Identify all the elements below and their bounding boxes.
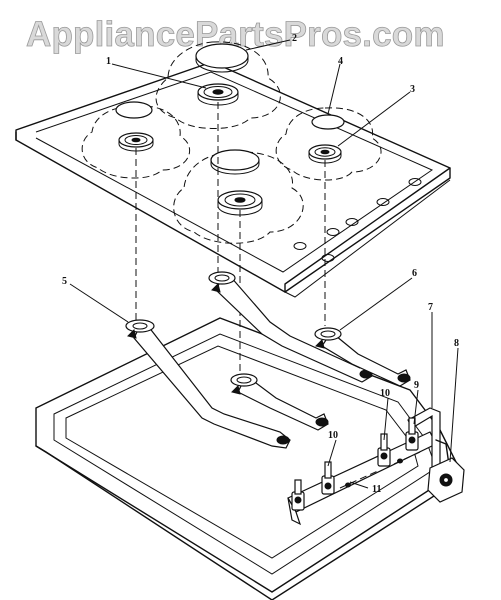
valve-1 [291,479,305,511]
burner-bases [125,271,342,395]
burner-base-front [230,373,258,395]
callout-1: 1 [106,56,111,67]
pressure-regulator [427,457,465,503]
watermark: AppliancePartsPros.com [26,15,445,54]
valve-3 [377,433,391,467]
burner-caps [115,43,345,175]
callout-11: 11 [372,484,381,495]
burner-base-left [125,319,155,339]
callout-8: 8 [454,338,459,349]
callout-labels: 1 2 3 4 5 6 7 8 9 10 10 11 [62,33,459,495]
burner-base-right [314,327,342,349]
valve-4 [405,417,419,451]
knob-holes [293,178,422,262]
grate-outlines [81,41,382,244]
valve-2 [321,461,335,495]
burner-valves [291,417,419,511]
burner-base-rear [208,271,236,293]
burner-head-front [217,190,263,216]
burner-tubes [133,275,411,449]
callout-6: 6 [412,268,417,279]
callout-3: 3 [410,84,415,95]
burner-heads [118,83,342,216]
leader-lines [69,39,459,489]
callout-5: 5 [62,276,67,287]
orifice-fittings [339,451,421,489]
callout-7: 7 [428,302,433,313]
callout-2: 2 [292,33,297,44]
callout-10-upper: 10 [380,388,390,399]
callout-4: 4 [338,56,343,67]
callout-9: 9 [414,380,419,391]
callout-10-lower: 10 [328,430,338,441]
alignment-lines [135,102,326,372]
burner-head-right [308,144,342,164]
